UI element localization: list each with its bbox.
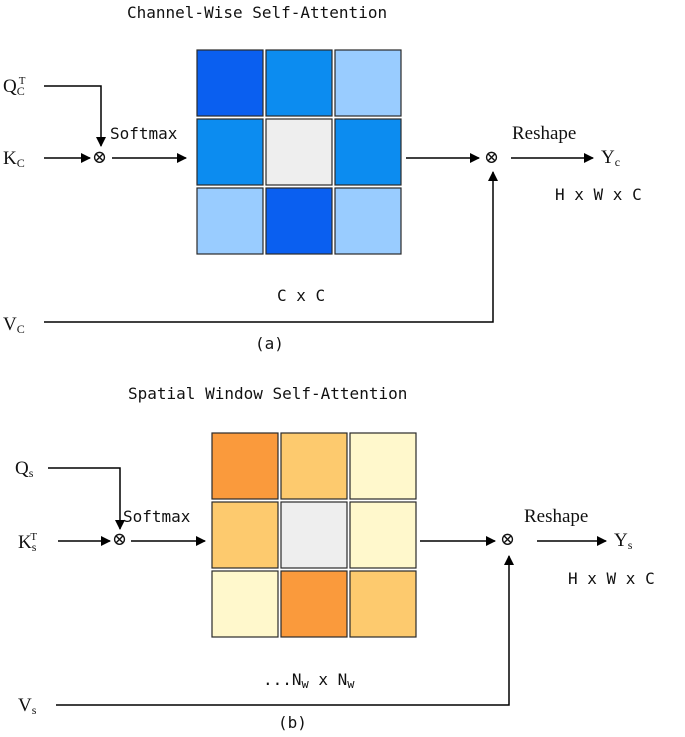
matrix-b-cell-2-1 [280, 570, 348, 638]
caption-b: (b) [278, 713, 307, 732]
softmax-label-b: Softmax [123, 507, 191, 526]
v-c-label: VC [3, 314, 25, 336]
matrix-a-cell-2-2 [334, 187, 402, 255]
matrix-a-cell-0-0 [196, 49, 264, 117]
matrix-a-cell-1-2 [334, 118, 402, 186]
y-s-label: Ys [614, 530, 633, 552]
matrix-a-cell-0-1 [265, 49, 333, 117]
matrix-size-label-a: C x C [277, 286, 326, 305]
matrix-b-cell-1-2 [349, 501, 417, 569]
q-c-arrow [44, 85, 106, 147]
reshape-label-b: Reshape [524, 506, 589, 527]
k-s-label: KsT [18, 531, 38, 554]
v-s-label: Vs [18, 695, 37, 717]
multiply-icon-b1: ⊗ [112, 529, 128, 549]
caption-a: (a) [255, 334, 284, 353]
reshape-label-a: Reshape [512, 123, 577, 144]
matrix-a-cell-2-0 [196, 187, 264, 255]
matrix-b-cell-2-2 [349, 570, 417, 638]
v-s-arrow [56, 555, 514, 706]
multiply-icon-a2: ⊗ [484, 147, 500, 167]
panel-b-title: Spatial Window Self-Attention [128, 384, 408, 403]
v-c-arrow [44, 171, 498, 323]
matrix-b-cell-2-0 [211, 570, 279, 638]
matrix-b-cell-0-0 [211, 432, 279, 500]
dims-label-a: H x W x C [555, 185, 642, 204]
q-s-label: Qs [15, 458, 34, 480]
matrix-b-cell-0-2 [349, 432, 417, 500]
q-c-label: QCT [3, 75, 26, 98]
panel-a-title: Channel-Wise Self-Attention [127, 3, 388, 22]
matrix-b-cell-1-0 [211, 501, 279, 569]
matrix-a-cell-1-1 [265, 118, 333, 186]
matrix-a-cell-1-0 [196, 118, 264, 186]
multiply-icon-a1: ⊗ [92, 147, 108, 167]
matrix-b-cell-0-1 [280, 432, 348, 500]
multiply-icon-b2: ⊗ [500, 529, 516, 549]
q-s-arrow [48, 467, 125, 530]
matrix-size-label-b: ...Nw x Nw [263, 670, 355, 691]
matrix-a-cell-2-1 [265, 187, 333, 255]
dims-label-b: H x W x C [568, 569, 655, 588]
matrix-a-cell-0-2 [334, 49, 402, 117]
y-c-label: Yc [601, 147, 621, 169]
softmax-label-a: Softmax [110, 124, 178, 143]
k-c-label: KC [3, 148, 25, 170]
attention-matrix-a [196, 49, 402, 255]
matrix-b-cell-1-1 [280, 501, 348, 569]
attention-matrix-b [211, 432, 417, 638]
